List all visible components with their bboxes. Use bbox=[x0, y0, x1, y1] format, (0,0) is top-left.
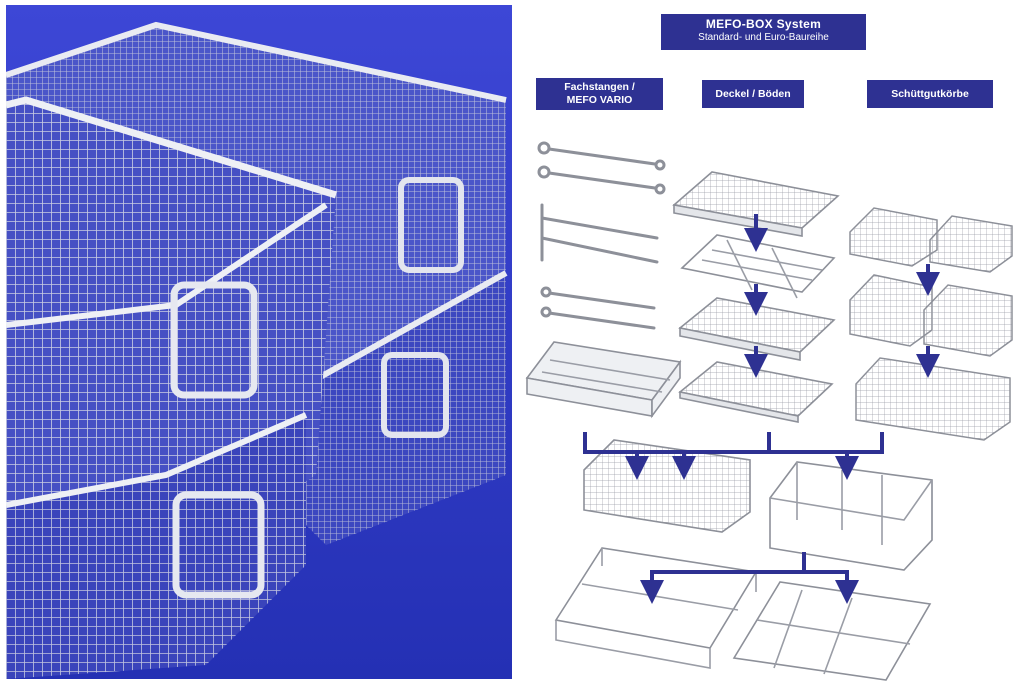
rod-parts bbox=[537, 141, 666, 330]
down-arrow-icon bbox=[744, 214, 940, 378]
down-arrow-icon bbox=[625, 452, 859, 604]
diagram-subtitle: Standard- und Euro-Baureihe bbox=[698, 32, 829, 43]
column-header-schuettgutkoerbe: Schüttgutkörbe bbox=[867, 80, 993, 108]
column-header-label: Schüttgutkörbe bbox=[891, 87, 969, 100]
parts-illustration bbox=[525, 141, 1013, 681]
vario-frame bbox=[525, 341, 682, 419]
diagram-title-box: MEFO-BOX System Standard- und Euro-Baure… bbox=[661, 14, 866, 50]
column-header-label: Fachstangen / bbox=[564, 81, 635, 93]
column-header-label: MEFO VARIO bbox=[566, 94, 633, 106]
bulk-basket-parts bbox=[849, 207, 1013, 441]
column-header-fachstangen: Fachstangen / MEFO VARIO bbox=[536, 78, 663, 110]
wire-baskets-photo bbox=[6, 5, 512, 679]
diagram-title: MEFO-BOX System bbox=[705, 17, 822, 31]
column-header-deckel-boeden: Deckel / Böden bbox=[702, 80, 804, 108]
lid-parts bbox=[672, 171, 840, 423]
assembled-parts bbox=[554, 439, 933, 681]
column-header-label: Deckel / Böden bbox=[715, 87, 791, 100]
system-diagram: MEFO-BOX System Standard- und Euro-Baure… bbox=[512, 0, 1024, 685]
